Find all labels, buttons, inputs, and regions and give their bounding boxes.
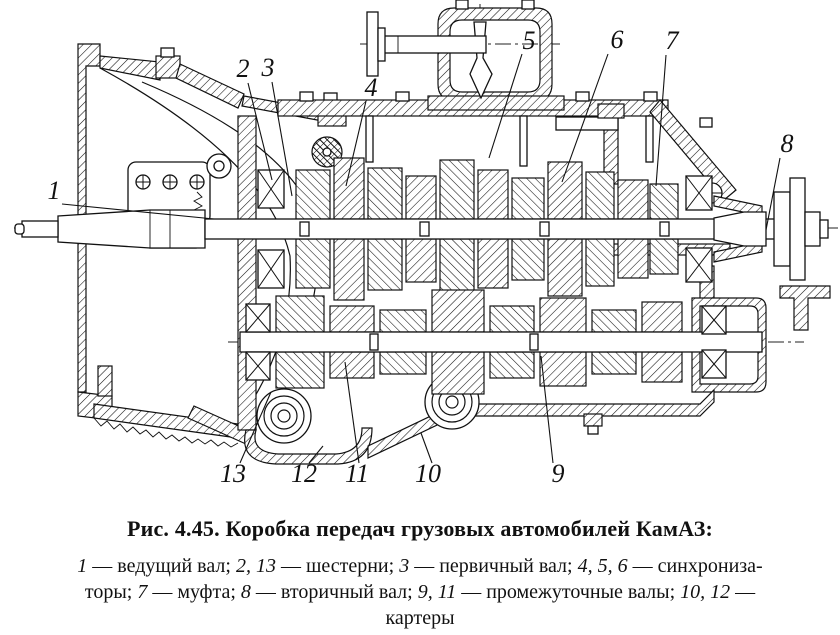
callout-number-6: 6 [611,25,624,54]
callout-leader-3 [271,81,293,197]
callout-number-2: 2 [237,54,250,83]
callout-number-5: 5 [523,26,536,55]
callout-number-7: 7 [666,26,680,55]
legend-part-text: — вторичный вал; [250,581,418,603]
legend-part-number: 3 [399,555,410,577]
callout-leader-11 [344,361,360,464]
callout-leader-8 [765,157,781,231]
legend-part-text: — [730,581,756,603]
figure-legend: 1 — ведущий вал; 2, 13 — шестерни; 3 — п… [12,553,828,631]
legend-part-text: картеры [385,607,455,629]
callout-number-8: 8 [781,129,794,158]
callout-number-12: 12 [291,459,317,488]
legend-part-number: 8 [240,581,251,603]
callout-leader-9 [540,355,554,464]
legend-part-text: — первичный вал; [409,555,578,577]
legend-line-2: торы; 7 — муфта; 8 — вторичный вал; 9, 1… [12,579,828,605]
figure-caption: Рис. 4.45. Коробка передач грузовых авто… [126,516,714,541]
callout-leader-4 [345,100,367,187]
legend-part-number: 1 [77,555,88,577]
legend-part-number: 10, 12 [680,581,731,603]
callout-number-3: 3 [261,53,275,82]
legend-part-number: 9, 11 [417,581,457,603]
callout-leader-7 [655,54,667,187]
legend-part-text: — ведущий вал; [87,555,236,577]
legend-part-text: — муфта; [147,581,241,603]
callout-number-10: 10 [415,459,441,488]
callout-leader-2 [247,82,273,181]
callout-leader-10 [420,432,433,464]
callout-leader-13 [239,391,272,464]
shift-tower [366,0,565,111]
lower-shaft-gears [239,289,763,395]
legend-part-text: — синхрониза- [627,555,763,577]
legend-line-1: 1 — ведущий вал; 2, 13 — шестерни; 3 — п… [12,553,828,579]
callout-number-4: 4 [365,73,378,102]
legend-part-text: торы; [84,581,138,603]
legend-part-text: — шестерни; [275,555,400,577]
upper-shaft-gears [295,157,679,301]
legend-part-number: 4, 5, 6 [577,555,628,577]
callout-number-9: 9 [552,459,565,488]
input-shaft [14,209,798,249]
callout-number-13: 13 [220,459,246,488]
legend-part-number: 2, 13 [235,555,276,577]
callout-leader-5 [488,53,523,159]
legend-part-number: 7 [137,581,148,603]
callout-leader-12 [308,445,324,464]
output-shaft [713,177,829,281]
legend-part-text: — промежуточные валы; [456,581,681,603]
callout-number-1: 1 [48,176,61,205]
callout-leader-6 [561,53,609,183]
lower-shaft-bearings [245,303,727,381]
callout-number-11: 11 [345,459,369,488]
callout-leader-1 [61,203,215,220]
legend-line-3: картеры [12,605,828,631]
